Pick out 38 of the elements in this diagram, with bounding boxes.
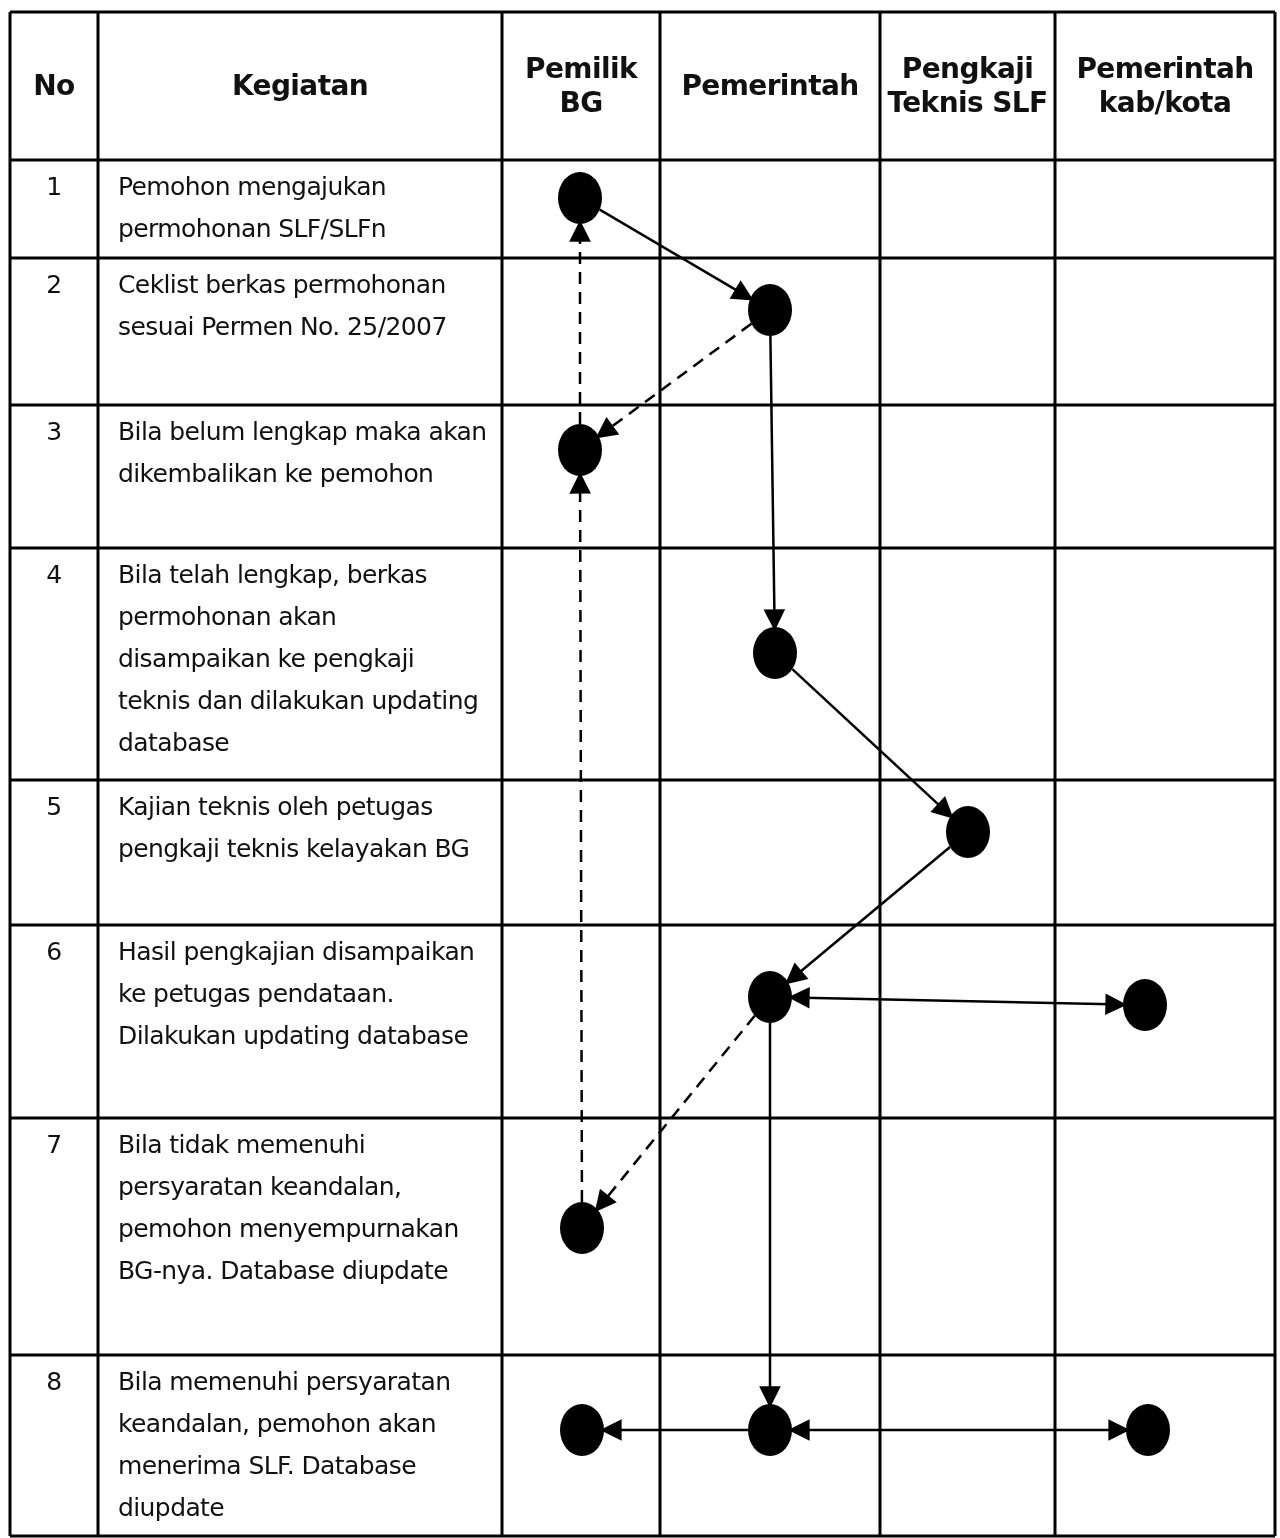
column-header: Pemerintah (680, 68, 860, 104)
step-dot (558, 424, 602, 476)
activity-text: Bila belum lengkap maka akan dikembalikan ke pemohon (117, 416, 488, 490)
activity-text: Bila tidak memenuhi persyaratan keandalan, pemohon menyempurnakan BG-nya. Database diupdate (117, 1129, 460, 1287)
column-header: No (32, 68, 76, 104)
row-number: 1 (45, 171, 63, 203)
row-number: 6 (45, 936, 63, 968)
arrow (784, 846, 951, 985)
step-dot (560, 1404, 604, 1456)
activity-text: Bila memenuhi persyaratan keandalan, pemohon akan menerima SLF. Database diupdate (117, 1366, 452, 1524)
arrow (595, 322, 753, 439)
step-dot (753, 627, 797, 679)
row-number: 7 (45, 1129, 63, 1161)
step-dot (560, 1202, 604, 1254)
row-number: 8 (45, 1366, 63, 1398)
step-dot (748, 1404, 792, 1456)
arrow (599, 208, 754, 301)
column-header: Pemilik BG (524, 51, 639, 121)
activity-text: Kajian teknis oleh petugas pengkaji teknis kelayakan BG (117, 791, 471, 865)
step-dot (748, 971, 792, 1023)
step-dot (1123, 979, 1167, 1031)
step-dot (748, 284, 792, 336)
arrow (594, 1014, 756, 1213)
activity-text: Ceklist berkas permohonan sesuai Permen No. 25/2007 (117, 269, 448, 343)
row-number: 4 (45, 559, 63, 591)
step-dot (1126, 1404, 1170, 1456)
column-header: Pemerintah kab/kota (1075, 51, 1255, 121)
row-number: 2 (45, 269, 63, 301)
row-number: 3 (45, 416, 63, 448)
column-header: Kegiatan (230, 68, 370, 104)
arrow (791, 668, 954, 819)
activity-text: Hasil pengkajian disampaikan ke petugas pendataan. Dilakukan updating database (117, 936, 476, 1052)
column-header: Pengkaji Teknis SLF (886, 51, 1049, 121)
step-dot (946, 806, 990, 858)
step-dot (558, 172, 602, 224)
activity-text: Bila telah lengkap, berkas permohonan akan disampaikan ke pengkaji teknis dan dilakukan updating database (117, 559, 480, 759)
activity-text: Pemohon mengajukan permohonan SLF/SLFn (117, 171, 388, 245)
row-number: 5 (45, 791, 63, 823)
